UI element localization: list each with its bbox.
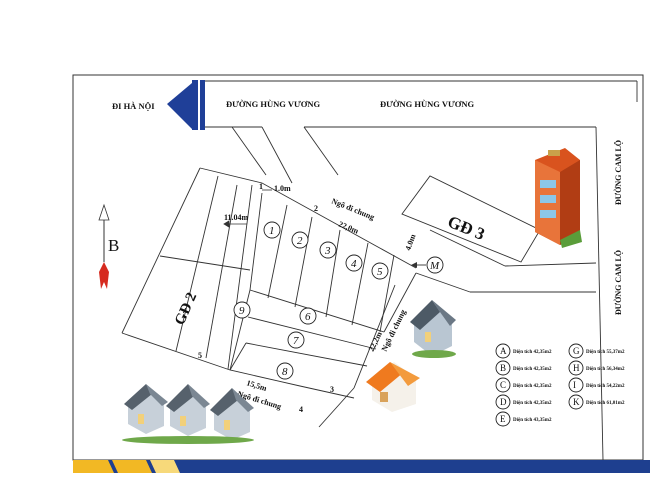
house-illustration-orange — [366, 362, 420, 412]
lot-1-circle — [263, 221, 281, 239]
dimension-marks — [223, 189, 272, 228]
point-3: 3 — [330, 385, 334, 394]
legend-circle-4 — [495, 411, 511, 427]
legend-letter-0: A — [500, 346, 507, 356]
legend-letter-6: H — [573, 363, 580, 373]
lot-5-label: 5 — [377, 266, 383, 278]
point-5: 5 — [198, 351, 202, 360]
legend-text-8: Diện tích 61,01m2 — [586, 401, 625, 406]
lot-8-circle — [276, 362, 294, 380]
legend-letter-5: G — [573, 346, 580, 356]
lot-4-circle — [345, 254, 363, 272]
lot-9-circle — [233, 301, 251, 319]
legend-circle-0 — [495, 343, 511, 359]
lot-9-label: 9 — [239, 305, 245, 317]
marker-m-label: M — [429, 260, 440, 272]
legend-circle-7 — [568, 377, 584, 393]
legend-circle-1 — [495, 360, 511, 376]
point-2: 2 — [314, 204, 318, 213]
lot-2-circle — [291, 231, 309, 249]
legend-circle-6 — [568, 360, 584, 376]
legend-letter-7: I — [573, 380, 576, 390]
legend-text-5: Diện tích 55,37m2 — [586, 350, 625, 355]
road-cam-lo-lower: ĐƯỜNG CAM LỘ — [613, 250, 623, 315]
lot-3-circle — [319, 241, 337, 259]
lot-1-label: 1 — [269, 225, 275, 237]
legend-text-3: Diện tích 42,35m2 — [513, 401, 552, 406]
lot-7-circle — [287, 331, 305, 349]
lot-lines — [121, 167, 417, 399]
lot-4-label: 4 — [351, 258, 357, 270]
lot-6-label: 6 — [305, 311, 311, 323]
lot-2-label: 2 — [297, 235, 303, 247]
legend-circle-3 — [495, 394, 511, 410]
north-label: B — [108, 236, 119, 255]
legend-letter-4: E — [500, 414, 506, 424]
road-cam-lo-upper: ĐƯỜNG CAM LỘ — [613, 140, 623, 205]
house-illustration-right — [410, 300, 456, 358]
legend-circle-8 — [568, 394, 584, 410]
legend-letter-8: K — [573, 397, 580, 407]
lot-3-label: 3 — [324, 245, 331, 257]
legend-text-4: Diện tích 43,35m2 — [513, 418, 552, 423]
legend-text-7: Diện tích 54,22m2 — [586, 384, 625, 389]
left-width-label: 11.04m — [224, 213, 249, 222]
legend-letter-1: B — [500, 363, 506, 373]
legend-text-0: Diện tích 42,35m2 — [513, 350, 552, 355]
top-width-label: 1.0m — [274, 184, 291, 193]
legend-text-6: Diện tích 56,34m2 — [586, 367, 625, 372]
legend-text-1: Diện tích 42,35m2 — [513, 367, 552, 372]
point-4: 4 — [299, 405, 303, 414]
road-edges — [205, 80, 638, 461]
lot-7-label: 7 — [293, 335, 299, 347]
road-hung-vuong-left: ĐƯỜNG HÙNG VƯƠNG — [226, 99, 321, 109]
bottom-color-band — [73, 460, 650, 473]
road-hung-vuong-right: ĐƯỜNG HÙNG VƯƠNG — [380, 99, 475, 109]
lot-5-circle — [371, 262, 389, 280]
legend-letter-2: C — [500, 380, 506, 390]
legend-circle-2 — [495, 377, 511, 393]
lot-markers: 1 2 3 4 5 6 7 8 9 — [233, 221, 389, 380]
lot-8-label: 8 — [282, 366, 288, 378]
legend-circle-5 — [568, 343, 584, 359]
point-1: 1 — [259, 182, 263, 191]
commercial-building-illustration — [535, 148, 582, 248]
lot-6-circle — [299, 307, 317, 325]
house-illustration-group — [122, 384, 254, 444]
marker-m — [411, 256, 444, 274]
hanoi-label: ĐI HÀ NỘI — [112, 101, 155, 111]
legend-text-2: Diện tích 42,35m2 — [513, 384, 552, 389]
hanoi-direction-arrow — [167, 80, 205, 130]
north-arrow — [98, 203, 110, 289]
legend-letter-3: D — [500, 397, 507, 407]
